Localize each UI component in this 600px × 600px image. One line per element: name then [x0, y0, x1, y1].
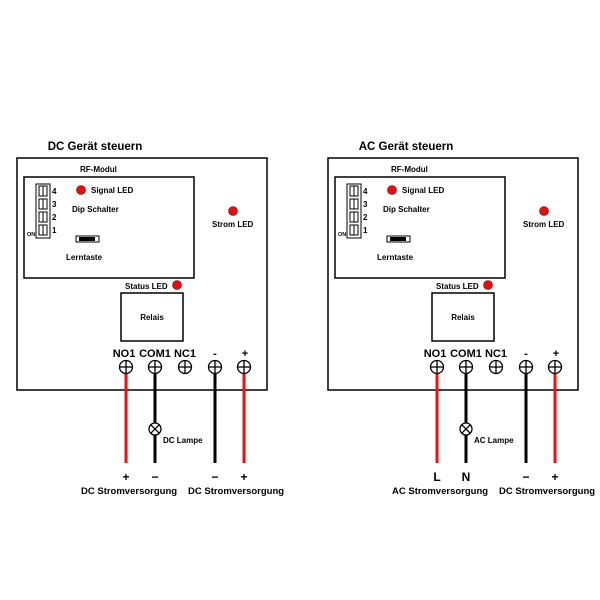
- terminal-label: COM1: [139, 348, 171, 360]
- panel-title: AC Gerät steuern: [359, 141, 454, 153]
- lamp-icon: [148, 422, 162, 436]
- dip-switch-label: Dip Schalter: [383, 205, 430, 214]
- device-box: [327, 157, 579, 391]
- module-supply-label: DC Stromversorgung: [499, 486, 595, 497]
- terminal-screw-icon: [236, 359, 252, 375]
- terminal-screw-icon: [429, 359, 445, 375]
- terminal-label: -: [213, 348, 217, 360]
- signal-led-icon: [76, 185, 86, 195]
- device-box: [16, 157, 268, 391]
- lamp-cross: [461, 424, 471, 434]
- dip-switch-label: Dip Schalter: [72, 205, 119, 214]
- load-polarity-marker: L: [433, 470, 440, 484]
- rf-module-box: [23, 176, 195, 279]
- signal-led-icon: [387, 185, 397, 195]
- dip-switch-number: 2: [363, 213, 368, 222]
- module-supply-label: DC Stromversorgung: [188, 486, 284, 497]
- learn-button-cap: [79, 237, 95, 241]
- learn-button-cap: [390, 237, 406, 241]
- power-led-icon: [539, 206, 549, 216]
- learn-button-label: Lerntaste: [377, 253, 414, 262]
- dip-switch-number: 4: [363, 187, 368, 196]
- terminal-screw-icon: [147, 359, 163, 375]
- panel-title: DC Gerät steuern: [48, 141, 143, 153]
- terminal-label: NO1: [424, 348, 447, 360]
- status-led-icon: [172, 280, 182, 290]
- terminal-screw-icon: [177, 359, 193, 375]
- terminal-screw-icon: [518, 359, 534, 375]
- terminal-label: -: [524, 348, 528, 360]
- dip-switch-number: 3: [52, 200, 57, 209]
- terminal-label: NO1: [113, 348, 136, 360]
- relay-box: [431, 292, 495, 342]
- dip-switch-number: 4: [52, 187, 57, 196]
- dip-switch: 4 3 2 1ON: [27, 183, 57, 239]
- terminal-label: NC1: [485, 348, 507, 360]
- lamp-label: DC Lampe: [163, 436, 203, 445]
- dip-switch-number: 3: [363, 200, 368, 209]
- rf-module-label: RF-Modul: [391, 165, 428, 174]
- terminal-screw-icon: [118, 359, 134, 375]
- power-led-icon: [228, 206, 238, 216]
- signal-led-label: Signal LED: [402, 186, 444, 195]
- dip-switch-number: 2: [52, 213, 57, 222]
- supply-polarity-marker: +: [551, 470, 558, 484]
- dip-switch-number: 1: [363, 226, 368, 235]
- lamp-label: AC Lampe: [474, 436, 514, 445]
- terminal-label: +: [553, 348, 559, 360]
- terminal-label: NC1: [174, 348, 196, 360]
- status-led-label: Status LED: [125, 282, 168, 291]
- load-polarity-marker: +: [122, 470, 129, 484]
- load-supply-label: AC Stromversorgung: [392, 486, 488, 497]
- dip-switch: 4 3 2 1ON: [338, 183, 368, 239]
- relay-label: Relais: [140, 313, 164, 322]
- signal-led-label: Signal LED: [91, 186, 133, 195]
- supply-polarity-marker: −: [522, 470, 529, 484]
- terminal-screw-icon: [458, 359, 474, 375]
- power-led-label: Strom LED: [212, 220, 254, 229]
- dip-on-label: ON: [27, 232, 35, 238]
- terminal-screw-icon: [207, 359, 223, 375]
- load-polarity-marker: −: [151, 470, 158, 484]
- lamp-cross: [150, 424, 160, 434]
- dip-switch-number: 1: [52, 226, 57, 235]
- status-led-icon: [483, 280, 493, 290]
- load-polarity-marker: N: [462, 470, 471, 484]
- lamp-icon: [459, 422, 473, 436]
- dip-on-label: ON: [338, 232, 346, 238]
- rf-module-box: [334, 176, 506, 279]
- learn-button-label: Lerntaste: [66, 253, 103, 262]
- terminal-screw-icon: [547, 359, 563, 375]
- status-led-label: Status LED: [436, 282, 479, 291]
- supply-polarity-marker: −: [211, 470, 218, 484]
- relay-label: Relais: [451, 313, 475, 322]
- supply-polarity-marker: +: [240, 470, 247, 484]
- terminal-label: COM1: [450, 348, 482, 360]
- power-led-label: Strom LED: [523, 220, 565, 229]
- relay-box: [120, 292, 184, 342]
- terminal-screw-icon: [488, 359, 504, 375]
- load-supply-label: DC Stromversorgung: [81, 486, 177, 497]
- terminal-label: +: [242, 348, 248, 360]
- rf-module-label: RF-Modul: [80, 165, 117, 174]
